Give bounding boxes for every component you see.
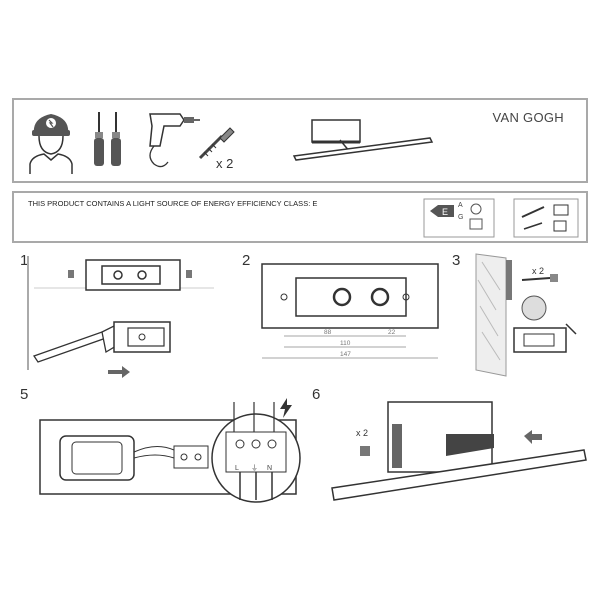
step6-screw-quantity: x 2 [356,428,369,438]
terminal-label-neutral: N [267,465,272,472]
screwdrivers-icon [94,112,121,166]
dim-22: 22 [388,329,396,336]
step-number-3: 3 [452,252,461,269]
drill-icon [149,113,200,168]
screw-quantity: x 2 [216,156,234,171]
dim-110: 110 [340,340,351,347]
dim-147: 147 [340,351,351,358]
step1-illustration [27,256,214,378]
mini-install-diagram [513,198,579,238]
step-number-2: 2 [242,252,251,269]
step5-wiring-diagram: L ⏚ N [39,402,301,503]
step2-dimension-diagram: 88 22 110 147 [261,263,439,359]
energy-efficiency-panel: THIS PRODUCT CONTAINS A LIGHT SOURCE OF … [12,191,588,243]
step-number-6: 6 [312,386,321,403]
terminal-label-earth: ⏚ [251,464,258,472]
step-number-1: 1 [20,252,29,269]
energy-range-bottom: G [458,214,463,221]
dim-88: 88 [324,329,332,336]
screw-and-dowel-icon [198,127,235,160]
energy-class-letter: E [442,207,448,217]
energy-range-top: A [458,202,463,209]
lightning-icon [280,398,292,418]
terminal-label-live: L [235,465,239,472]
tools-header-panel: x 2 VAN GOGH [12,98,588,183]
product-lamp-illustration [292,119,434,161]
step3-wall-mounting-illustration [475,253,577,377]
step-number-5: 5 [20,386,29,403]
step3-screw-quantity: x 2 [532,266,545,276]
installer-person-icon [29,114,73,174]
energy-label-icon: E A G [423,198,495,238]
energy-efficiency-notice: THIS PRODUCT CONTAINS A LIGHT SOURCE OF … [28,199,318,208]
product-name: VAN GOGH [492,110,564,125]
step6-lamp-attachment-illustration [331,401,587,501]
